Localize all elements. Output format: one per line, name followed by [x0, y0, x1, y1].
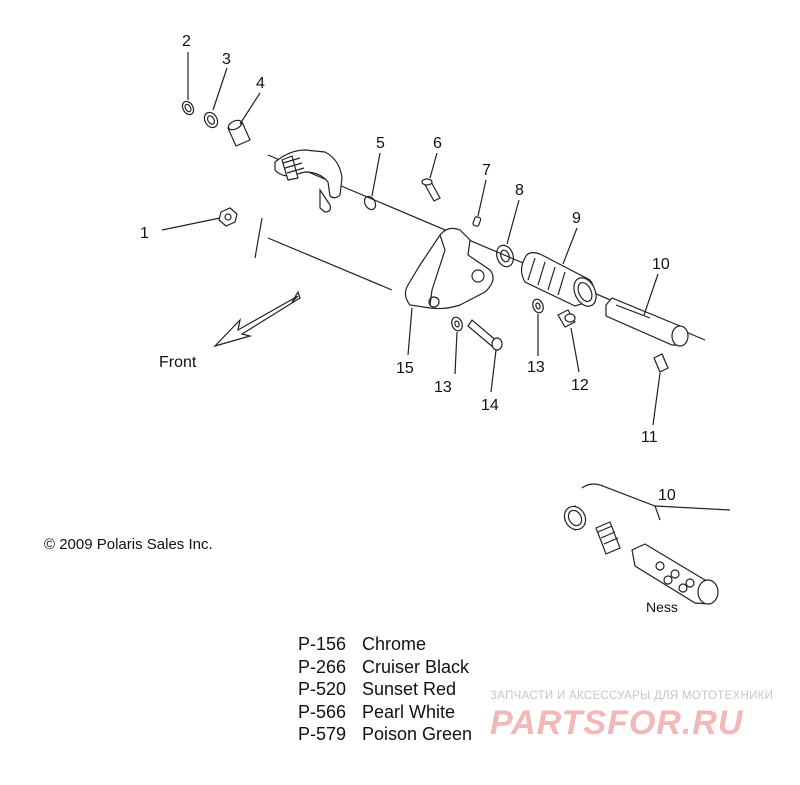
- callout-15: 15: [396, 360, 414, 377]
- part-7-clip-pin: [472, 216, 482, 227]
- part-9-footpeg-rubber: [520, 252, 597, 307]
- leader-15: [407, 307, 413, 356]
- part-4-bushing: [227, 119, 251, 147]
- copyright-notice: © 2009 Polaris Sales Inc.: [44, 536, 213, 553]
- callout-1: 1: [140, 225, 149, 242]
- legend-row: P-156 Chrome: [298, 633, 472, 656]
- leader-9: [562, 227, 578, 265]
- legend-row: P-520 Sunset Red: [298, 678, 472, 701]
- callout-11: 11: [641, 429, 658, 446]
- callout-10: 10: [652, 256, 670, 273]
- callout-5: 5: [376, 135, 385, 152]
- legend-name: Pearl White: [362, 701, 456, 722]
- leader-13b: [454, 331, 458, 375]
- break-mark: [254, 217, 263, 259]
- leader-4: [239, 92, 261, 125]
- watermark-tagline: ЗАПЧАСТИ И АКСЕССУАРЫ ДЛЯ МОТОТЕХНИКИ: [490, 690, 774, 702]
- part-13-washer-b: [451, 316, 463, 332]
- part-15-bracket: [404, 227, 494, 310]
- legend-row: P-579 Poison Green: [298, 723, 472, 746]
- legend-name: Poison Green: [362, 724, 473, 744]
- leader-10: [643, 273, 659, 316]
- leader-7: [477, 179, 487, 217]
- watermark-logo: PARTSFOR.RU: [490, 704, 744, 742]
- part-10-footpeg-pin: [605, 297, 689, 347]
- callout-14: 14: [481, 397, 499, 414]
- callout-9: 9: [572, 210, 581, 227]
- legend-row: P-566 Pearl White: [298, 701, 472, 724]
- legend-code: P-266: [298, 656, 347, 677]
- legend-code: P-520: [298, 679, 347, 699]
- part-2-clip: [181, 100, 195, 116]
- callout-12: 12: [571, 377, 589, 394]
- legend-row: P-266 Cruiser Black: [298, 656, 472, 679]
- part-3-washer: [203, 111, 219, 129]
- part-5-washer: [363, 195, 377, 211]
- part-13-washer-a: [532, 298, 544, 314]
- leader-3: [212, 67, 228, 111]
- callout-3: 3: [222, 51, 231, 68]
- part-1-nut: [218, 207, 238, 227]
- part-11-set-screw: [653, 353, 669, 373]
- color-legend: P-156 Chrome P-266 Cruiser Black P-520 Suns…: [298, 633, 472, 746]
- callout-8: 8: [515, 182, 524, 199]
- front-label: Front: [159, 354, 197, 371]
- callout-13b: 13: [434, 379, 452, 396]
- legend-code: P-566: [298, 701, 347, 722]
- leader-8: [506, 199, 520, 245]
- leader-1: [161, 217, 221, 231]
- ness-footpeg-assembly: [563, 483, 731, 605]
- legend-name: Cruiser Black: [362, 656, 470, 677]
- part-12-bolt: [557, 309, 576, 328]
- callout-2: 2: [182, 33, 191, 50]
- leader-11: [652, 372, 661, 426]
- mount-centerline: [267, 237, 393, 291]
- part-14-bolt: [467, 319, 503, 351]
- callout-10-ness: 10: [658, 487, 676, 504]
- callout-13a: 13: [527, 359, 545, 376]
- legend-name: Chrome: [362, 634, 427, 654]
- part-6-pin: [421, 178, 441, 202]
- callout-6: 6: [433, 135, 442, 152]
- legend-code: P-579: [298, 724, 347, 744]
- leader-5: [371, 152, 381, 197]
- ness-label: Ness: [646, 599, 678, 615]
- part-8-washer: [495, 244, 515, 268]
- leader-12: [570, 327, 580, 373]
- legend-code: P-156: [298, 634, 347, 654]
- legend-name: Sunset Red: [362, 679, 457, 699]
- callout-4: 4: [256, 75, 265, 92]
- leader-14: [490, 349, 497, 393]
- shift-lever-arm: [274, 149, 343, 213]
- watermark: ЗАПЧАСТИ И АКСЕССУАРЫ ДЛЯ МОТОТЕХНИКИ PA…: [490, 690, 790, 743]
- front-arrow-icon: [213, 290, 301, 348]
- callout-7: 7: [482, 162, 491, 179]
- leader-6: [429, 152, 438, 179]
